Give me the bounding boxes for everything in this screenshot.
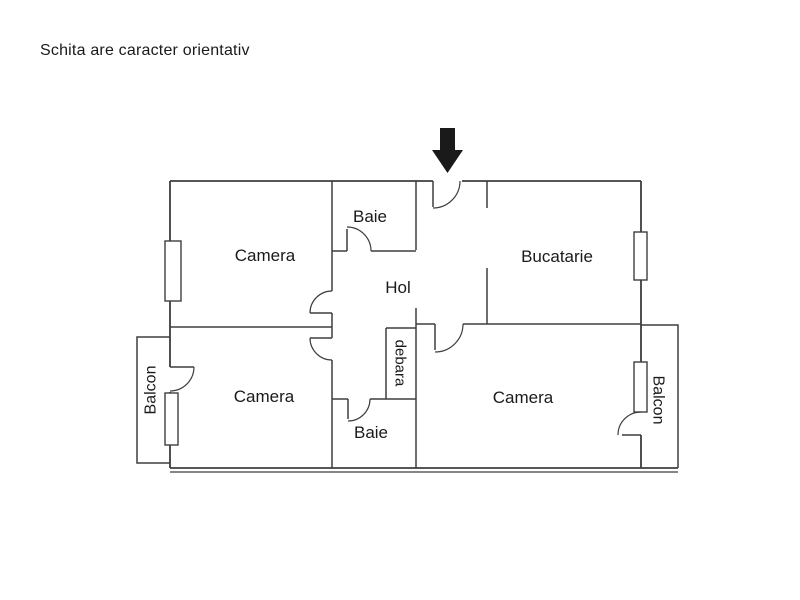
balcony-right-door-arc — [617, 411, 642, 436]
room-label-bucatarie: Bucatarie — [521, 247, 593, 266]
room-label-baie-top: Baie — [353, 207, 387, 226]
baie-top-door-arc — [346, 226, 372, 252]
interior-walls — [170, 181, 641, 468]
room-label-debara: debara — [392, 340, 409, 387]
balcony-left-door-arc — [169, 366, 195, 392]
room-label-balcon-right: Balcon — [650, 376, 667, 425]
room-label-balcon-left: Balcon — [143, 366, 160, 415]
entrance-arrow-icon — [432, 128, 463, 173]
windows — [164, 231, 648, 446]
baie-bottom-door-arc — [347, 398, 371, 422]
camera-bottom-left-door-arc — [309, 337, 333, 361]
room-label-camera-top-left: Camera — [235, 246, 296, 265]
entrance-door-arc — [432, 180, 461, 209]
balcony-outlines — [136, 324, 679, 468]
room-label-baie-bottom: Baie — [354, 423, 388, 442]
room-label-camera-bottom-right: Camera — [493, 388, 554, 407]
window-camera-bottom-right — [633, 361, 648, 413]
balcony-right-outline — [641, 324, 679, 468]
disclaimer-text: Schita are caracter orientativ — [40, 42, 250, 59]
camera-top-left-door-arc — [309, 290, 333, 314]
window-bucatarie — [633, 231, 648, 281]
balcony-left-outline — [136, 336, 170, 464]
window-camera-bottom-left — [164, 392, 179, 446]
window-camera-top-left — [164, 240, 182, 302]
room-label-camera-bottom-left: Camera — [234, 387, 295, 406]
camera-bottom-right-door-arc — [434, 323, 464, 353]
room-label-hol: Hol — [385, 278, 411, 297]
